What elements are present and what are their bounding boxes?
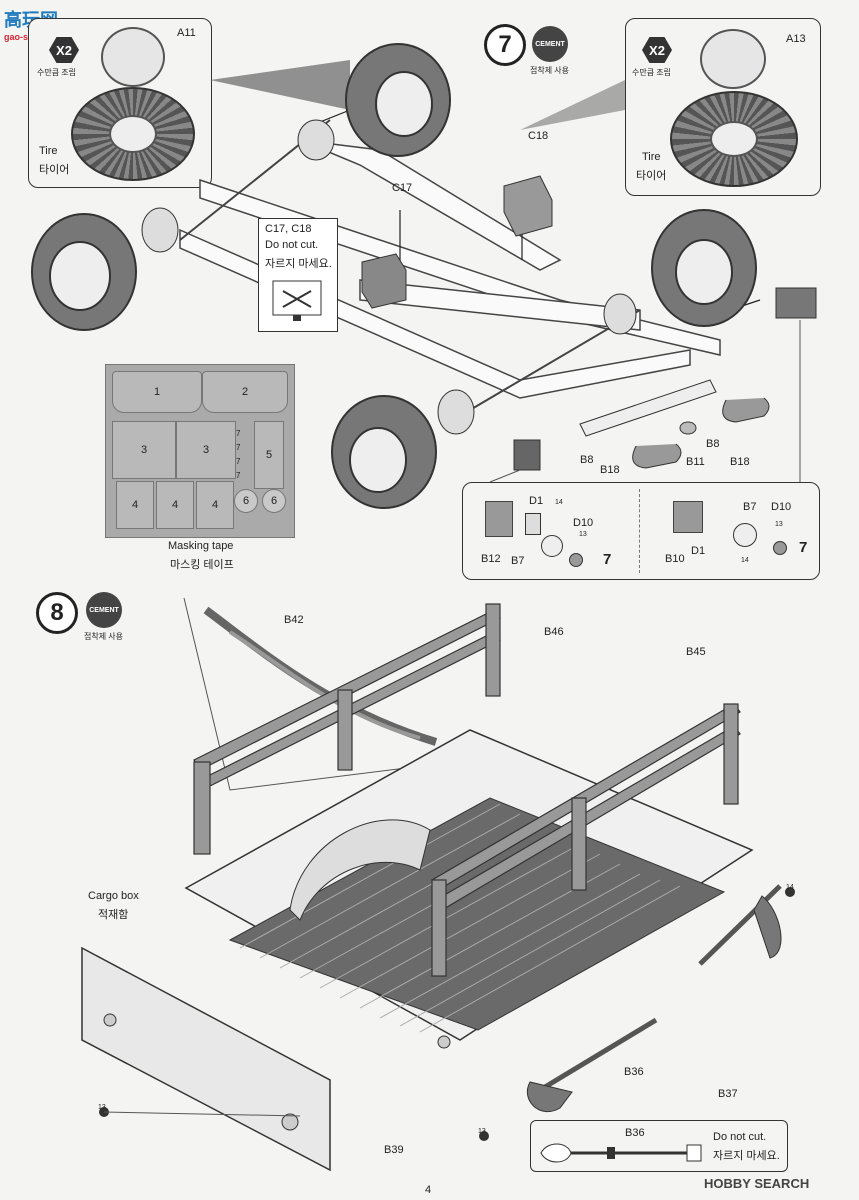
knob-icon <box>541 535 563 557</box>
mask-piece-small: 7 <box>236 457 241 466</box>
mask-piece-small: 7 <box>236 443 241 452</box>
badge-14: 14 <box>741 557 749 564</box>
tire-label-ko: 타이어 <box>636 170 667 182</box>
tire-label-en: Tire <box>642 151 661 163</box>
cement-caption: 접착제 사용 <box>84 632 124 641</box>
count-caption: 수만큼 조립 <box>37 68 77 77</box>
part-label-b7: B7 <box>511 555 525 567</box>
mask-piece-small: 7 <box>236 471 241 480</box>
mask-piece: 6 <box>234 489 258 513</box>
cargo-box-label-en: Cargo box <box>88 890 139 902</box>
wheel-rim-icon <box>101 27 165 87</box>
mask-piece: 4 <box>156 481 194 529</box>
shovel-note-ko: 자르지 마세요. <box>713 1150 780 1162</box>
ref-step-number: 7 <box>603 551 612 568</box>
part-label-b8: B8 <box>580 454 594 466</box>
part-label-d10: D10 <box>771 501 792 513</box>
part-label-c18: C18 <box>528 130 549 142</box>
badge-14: 14 <box>555 499 563 506</box>
part-label-a11: A11 <box>177 27 196 39</box>
part-label-c17: C17 <box>392 182 413 194</box>
mask-piece: 1 <box>112 371 202 413</box>
badge-13: 13 <box>579 531 587 538</box>
divider <box>639 489 640 573</box>
knob-icon <box>733 523 757 547</box>
part-label-d1: D1 <box>691 545 706 557</box>
front-left-tire <box>31 213 137 331</box>
sprue-icon <box>272 280 322 321</box>
tire-icon <box>71 87 195 181</box>
cap-icon <box>773 541 787 555</box>
masking-tape-label-ko: 마스킹 테이프 <box>170 559 234 571</box>
badge-13: 13 <box>98 1104 106 1111</box>
front-right-tire <box>345 43 451 157</box>
cap-icon <box>569 553 583 567</box>
part-label-b12: B12 <box>481 553 501 565</box>
mask-piece: 6 <box>262 489 286 513</box>
masking-tape-label-en: Masking tape <box>168 540 234 552</box>
hitch-detail-inset: D1 B12 B7 D10 14 13 7 B10 D1 B7 D10 14 1… <box>462 482 820 580</box>
part-label-b10: B10 <box>665 553 685 565</box>
tire-label-en: Tire <box>39 145 58 157</box>
step-number: 8 <box>36 592 78 634</box>
part-label-b37: B37 <box>718 1088 738 1100</box>
warning-parts: C17, C18 <box>265 223 312 235</box>
do-not-cut-box: C17, C18 Do not cut. 자르지 마세요. <box>258 218 338 332</box>
mask-piece: 4 <box>116 481 154 529</box>
rear-left-tire <box>331 395 437 509</box>
part-label-b42: B42 <box>284 614 304 626</box>
badge-13: 13 <box>478 1128 486 1135</box>
tire-icon <box>670 91 798 187</box>
step-number: 7 <box>484 24 526 66</box>
shovel-icon <box>540 1143 702 1163</box>
part-label-b45: B45 <box>686 646 706 658</box>
part-label-b18: B18 <box>600 464 620 476</box>
part-label-b39: B39 <box>384 1144 404 1156</box>
cargo-box-label-ko: 적재함 <box>98 909 129 921</box>
part-label-b8: B8 <box>706 438 720 450</box>
mask-piece: 2 <box>202 371 288 413</box>
part-label-a13: A13 <box>786 33 806 45</box>
warning-en: Do not cut. <box>265 239 319 251</box>
hitch-part-icon <box>673 501 703 533</box>
badge-13: 13 <box>775 521 783 528</box>
mask-piece: 4 <box>196 481 234 529</box>
part-label-d10: D10 <box>573 517 594 529</box>
watermark-hobby-search: HOBBY SEARCH <box>704 1176 810 1191</box>
cement-caption: 접착제 사용 <box>530 66 570 75</box>
rear-right-tire <box>651 209 757 327</box>
pin-icon <box>525 513 541 535</box>
masking-tape-sheet: 1 2 3 3 5 7 7 7 7 4 4 4 6 6 <box>105 364 295 538</box>
shovel-note-en: Do not cut. <box>713 1131 767 1143</box>
part-label-b36: B36 <box>625 1127 645 1139</box>
part-label-b7: B7 <box>743 501 757 513</box>
part-label-b11: B11 <box>686 456 705 468</box>
mask-piece: 3 <box>176 421 236 479</box>
badge-14: 14 <box>786 884 794 891</box>
mask-piece: 3 <box>112 421 176 479</box>
wheel-rim-icon <box>700 29 766 89</box>
part-label-d1: D1 <box>529 495 544 507</box>
cargo-box-diagram <box>81 597 795 1172</box>
shovel-note-inset: B36 Do not cut. 자르지 마세요. <box>530 1120 788 1172</box>
ref-step-number: 7 <box>799 539 808 556</box>
warning-ko: 자르지 마세요. <box>265 258 332 270</box>
mask-piece: 5 <box>254 421 284 489</box>
part-label-b46: B46 <box>544 626 564 638</box>
cement-icon: CEMENT <box>86 592 122 628</box>
page-number: 4 <box>425 1184 432 1196</box>
count-caption: 수만큼 조립 <box>632 68 672 77</box>
part-label-b36: B36 <box>624 1066 644 1078</box>
left-wheel-inset: X2 수만큼 조립 A11 Tire 타이어 <box>28 18 212 188</box>
part-label-b18: B18 <box>730 456 750 468</box>
tire-label-ko: 타이어 <box>39 164 70 176</box>
hitch-part-icon <box>485 501 513 537</box>
cement-icon: CEMENT <box>532 26 568 62</box>
right-wheel-inset: X2 수만큼 조립 A13 Tire 타이어 <box>625 18 821 196</box>
mask-piece-small: 7 <box>236 429 241 438</box>
